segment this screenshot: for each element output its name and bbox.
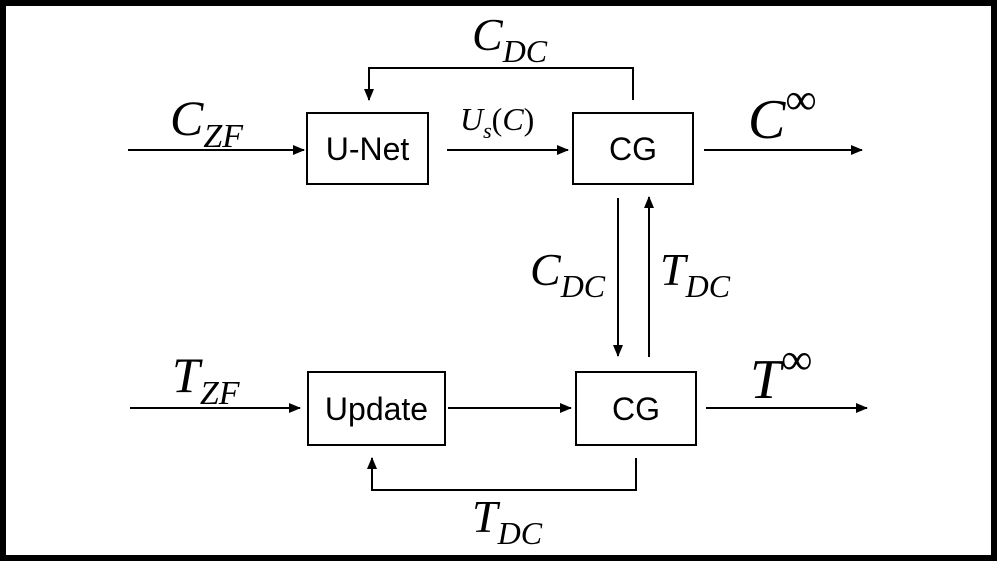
bottom-feedback-label: TDC — [472, 491, 543, 551]
top-feedback-arrow — [364, 67, 634, 101]
top-feedback-label: CDC — [472, 9, 548, 69]
bottom-input-label: TZF — [172, 347, 241, 412]
update-box-label: Update — [325, 391, 428, 427]
unet-output-label: Us(C) — [460, 101, 534, 143]
bottom-feedback-arrow — [367, 457, 637, 491]
cg-bottom-box — [575, 371, 697, 446]
cg-top-box — [572, 112, 694, 185]
unet-box — [306, 112, 429, 185]
cg-bottom-box-label: CG — [612, 391, 660, 427]
update-box — [307, 371, 446, 446]
cg-top-box-label: CG — [609, 131, 657, 167]
bottom-output-label: T∞ — [750, 335, 813, 411]
top-output-label: C∞ — [748, 75, 817, 151]
down-link-label: CDC — [530, 244, 606, 304]
unet-box-label: U-Net — [326, 131, 410, 167]
up-link-label: TDC — [660, 244, 731, 304]
top-input-label: CZF — [170, 90, 244, 155]
